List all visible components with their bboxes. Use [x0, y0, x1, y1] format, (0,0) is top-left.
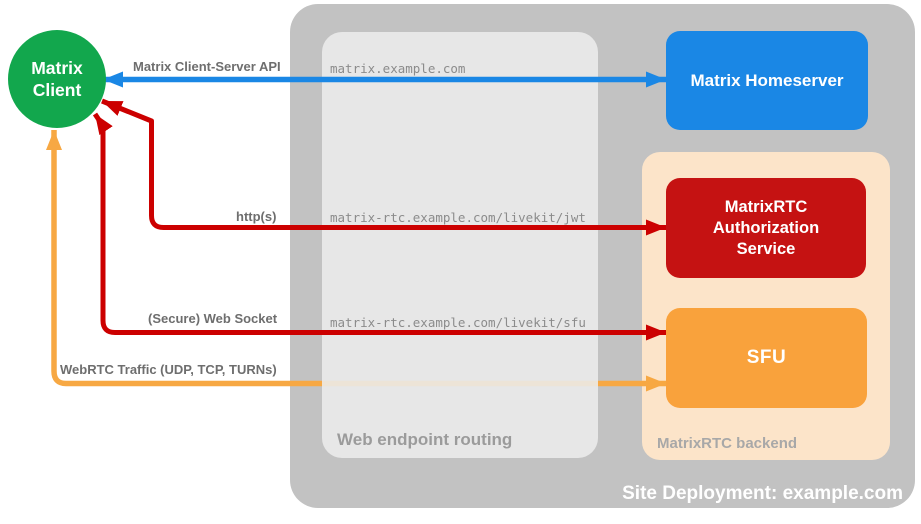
- matrixrtc-authorization-service-label: MatrixRTC Authorization Service: [712, 197, 820, 258]
- https-label: http(s): [236, 209, 277, 224]
- sfu-label: SFU: [746, 347, 787, 368]
- client-server-api-label: Matrix Client-Server API: [133, 59, 281, 74]
- endpoint-sfu-url: matrix-rtc.example.com/livekit/sfu: [330, 315, 586, 330]
- matrix-homeserver-label: Matrix Homeserver: [690, 70, 844, 90]
- matrix-client-node: Matrix Client: [8, 30, 106, 128]
- matrixrtc-authorization-service-node: MatrixRTC Authorization Service: [666, 178, 866, 278]
- matrix-homeserver-node: Matrix Homeserver: [666, 31, 868, 130]
- endpoint-jwt-url: matrix-rtc.example.com/livekit/jwt: [330, 210, 586, 225]
- sfu-node: SFU: [666, 308, 867, 408]
- web-endpoint-routing-group: Web endpoint routing: [322, 32, 598, 458]
- web-endpoint-routing-label: Web endpoint routing: [337, 430, 513, 449]
- matrix-client-label: Matrix Client: [31, 58, 83, 100]
- endpoint-homeserver-url: matrix.example.com: [330, 61, 466, 76]
- webrtc-traffic-label: WebRTC Traffic (UDP, TCP, TURNs): [60, 362, 277, 377]
- matrixrtc-backend-label: MatrixRTC backend: [657, 435, 798, 452]
- site-deployment-title: Site Deployment: example.com: [622, 483, 903, 504]
- websocket-label: (Secure) Web Socket: [148, 311, 278, 326]
